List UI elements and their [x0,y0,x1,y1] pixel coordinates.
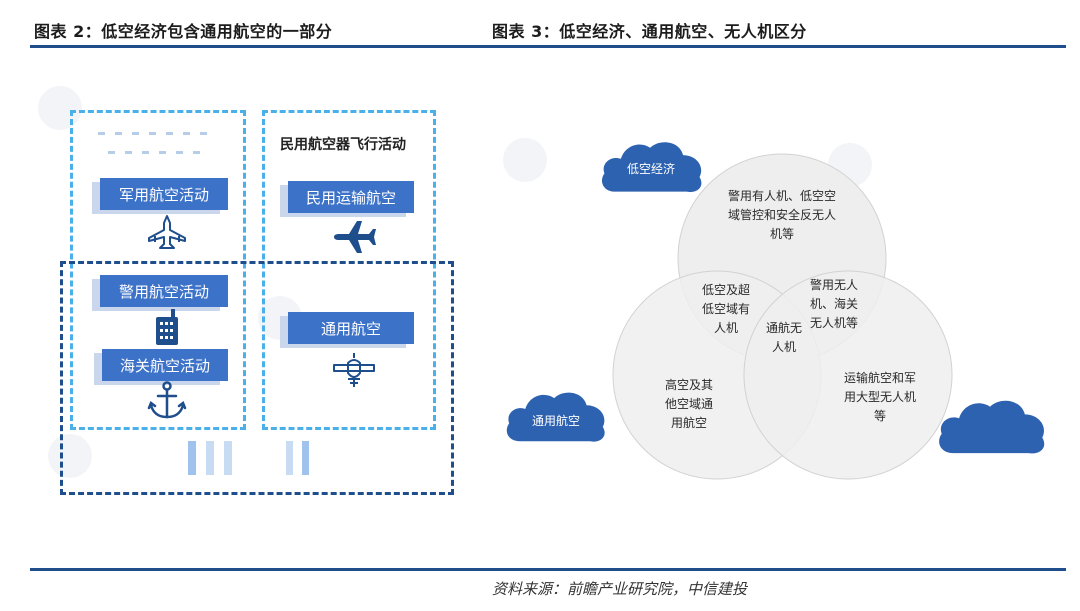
light-aircraft-icon [330,350,378,392]
radio-walkie-talkie-icon [152,308,182,346]
left-overlap-line-1: 低空及超 [702,282,750,297]
general-aviation-label: 通用航空 [288,312,414,344]
left-overlap-line-3: 人机 [714,321,738,335]
right-region-line-1: 运输航空和军 [844,370,916,385]
military-police-customs-box [70,110,246,430]
civil-transport-label: 民用运输航空 [288,181,414,213]
decorative-strip [286,441,293,475]
figure-3-title: 图表 3：低空经济、通用航空、无人机区分 [492,22,807,41]
top-divider [30,45,1066,48]
drone-cloud [939,400,1045,454]
low-altitude-venn-circle [743,270,953,480]
bottom-divider [30,568,1066,571]
right-overlap-line-3: 无人机等 [810,316,858,330]
center-line-2: 人机 [772,340,796,354]
source-note: 资料来源：前瞻产业研究院，中信建投 [492,580,748,598]
left-region-line-3: 用航空 [671,415,707,430]
police-aviation-label: 警用航空活动 [100,275,228,307]
faint-text-row [98,132,207,135]
fighter-jet-icon [146,212,188,252]
right-region-line-2: 用大型无人机 [844,390,916,404]
right-region-line-3: 等 [874,409,886,423]
airliner-icon [330,217,378,257]
left-overlap-line-2: 低空域有 [702,302,750,316]
center-line-1: 通航无 [766,320,802,335]
figure-2-title: 图表 2：低空经济包含通用航空的一部分 [34,22,333,41]
civil-aircraft-box [262,110,436,430]
customs-aviation-label: 海关航空活动 [102,349,228,381]
civil-aircraft-heading: 民用航空器飞行活动 [280,137,406,153]
left-region-line-1: 高空及其 [665,377,713,392]
top-region-line-2: 域管控和安全反无人 [728,207,836,222]
faint-text-row [108,151,200,154]
right-overlap-line-2: 机、海关 [810,296,858,311]
left-region-line-2: 他空域通 [665,397,713,411]
low-altitude-cloud-label: 低空经济 [627,161,675,176]
decorative-strip [302,441,309,475]
right-overlap-line-1: 警用无人 [810,277,858,292]
general-aviation-cloud-label: 通用航空 [532,413,580,428]
watermark-shape [503,138,547,182]
low-altitude-economy-box [60,261,454,495]
top-region-line-3: 机等 [770,227,794,241]
military-aviation-label: 军用航空活动 [100,178,228,210]
decorative-strip [206,441,214,475]
anchor-icon [146,380,188,422]
top-region-line-1: 警用有人机、低空空 [728,188,836,203]
decorative-strip [224,441,232,475]
decorative-strip [188,441,196,475]
